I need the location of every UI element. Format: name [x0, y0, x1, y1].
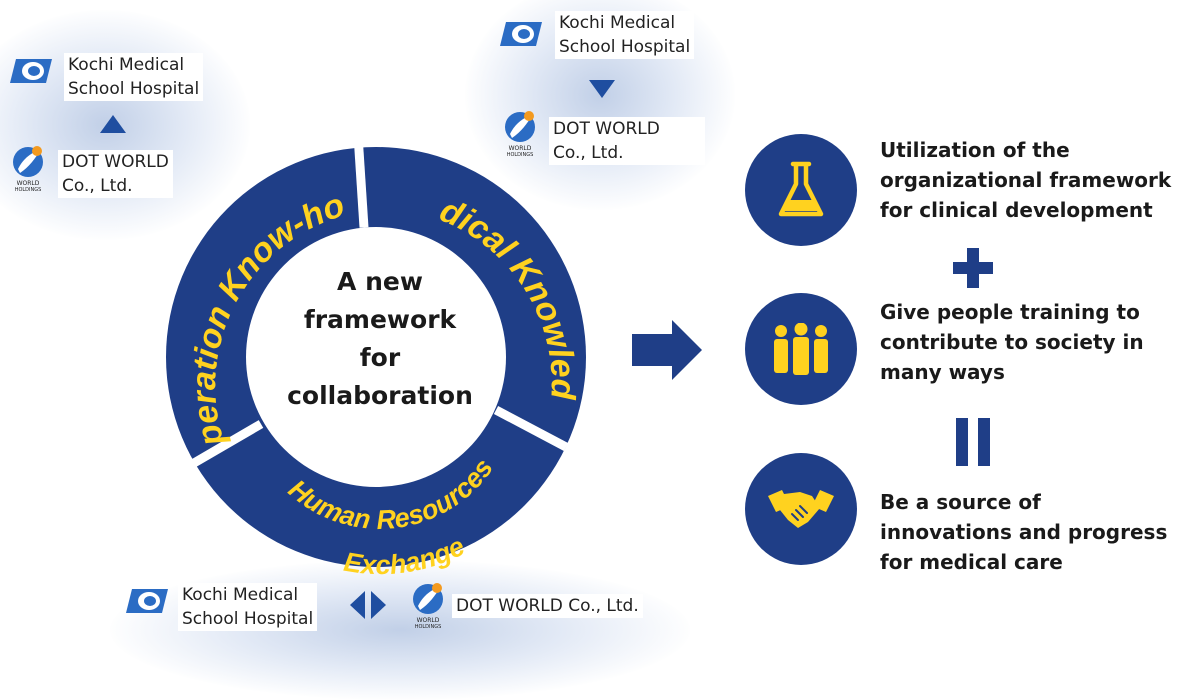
- bidirectional-arrow-icon: [350, 591, 386, 619]
- world-line-1: DOT WORLD Co., Ltd.: [456, 596, 639, 616]
- outcome-1-text: Utilization of the organizational framew…: [880, 135, 1171, 225]
- world-logo-subtext: HOLDINGS: [15, 187, 42, 193]
- kochi-line-1: Kochi Medical: [559, 13, 676, 33]
- outcome-3-text: Be a source of innovations and progress …: [880, 487, 1167, 577]
- center-line-4: collaboration: [287, 381, 473, 410]
- kochi-logo-icon: [126, 589, 168, 613]
- glow-top-left: [0, 10, 250, 240]
- outcome-3-line-2: innovations and progress: [880, 520, 1168, 544]
- group1-kochi-name: Kochi Medical School Hospital: [64, 53, 204, 101]
- world-holdings-logo-icon: WORLD HOLDINGS: [413, 583, 443, 630]
- outcome-3-line-3: for medical care: [880, 550, 1063, 574]
- kochi-logo-icon: [500, 22, 542, 46]
- outcome-3-circle: [745, 453, 857, 565]
- kochi-line-2: School Hospital: [68, 79, 200, 99]
- world-logo-subtext: HOLDINGS: [415, 624, 442, 630]
- world-logo-text: WORLD: [417, 617, 440, 624]
- group2-world-name: DOT WORLD Co., Ltd.: [549, 117, 705, 165]
- kochi-line-2: School Hospital: [182, 609, 314, 629]
- world-line-1: DOT WORLD: [62, 152, 169, 172]
- equals-icon: [956, 418, 990, 466]
- outcome-1-line-3: for clinical development: [880, 198, 1153, 222]
- outcome-2-line-1: Give people training to: [880, 300, 1140, 324]
- right-arrow-icon: [632, 320, 702, 380]
- outcome-3-line-1: Be a source of: [880, 490, 1041, 514]
- people-icon: [774, 323, 828, 375]
- world-line-2: Co., Ltd.: [553, 143, 624, 163]
- outcome-2-text: Give people training to contribute to so…: [880, 297, 1144, 387]
- center-title: A new framework for collaboration: [262, 263, 498, 415]
- kochi-line-1: Kochi Medical: [68, 55, 185, 75]
- world-holdings-logo-icon: WORLD HOLDINGS: [13, 146, 43, 193]
- center-line-2: framework: [303, 305, 457, 334]
- world-logo-text: WORLD: [17, 180, 40, 187]
- world-holdings-logo-icon: WORLD HOLDINGS: [505, 111, 535, 158]
- outcome-1-line-2: organizational framework: [880, 168, 1172, 192]
- group1-world-name: DOT WORLD Co., Ltd.: [58, 150, 173, 198]
- down-arrow-icon: [589, 80, 615, 98]
- world-logo-subtext: HOLDINGS: [507, 152, 534, 158]
- outcome-1-circle: [745, 134, 857, 246]
- group3-world-name: DOT WORLD Co., Ltd.: [452, 594, 643, 618]
- handshake-icon: [768, 490, 834, 528]
- center-line-1: A new: [337, 267, 423, 296]
- ring-inner: [246, 227, 506, 487]
- world-line-2: Co., Ltd.: [62, 176, 133, 196]
- group3-kochi-name: Kochi Medical School Hospital: [178, 583, 318, 631]
- world-line-1: DOT WORLD: [553, 119, 660, 139]
- up-arrow-icon: [100, 115, 126, 133]
- kochi-logo-icon: [10, 59, 52, 83]
- outcome-2-line-3: many ways: [880, 360, 1005, 384]
- outcome-2-line-2: contribute to society in: [880, 330, 1144, 354]
- center-line-3: for: [359, 343, 401, 372]
- plus-icon: [953, 248, 993, 288]
- ring-dividers: [179, 134, 569, 474]
- outcome-1-line-1: Utilization of the: [880, 138, 1070, 162]
- flask-icon: [778, 161, 824, 217]
- outcome-2-circle: [745, 293, 857, 405]
- kochi-line-2: School Hospital: [559, 37, 691, 57]
- kochi-line-1: Kochi Medical: [182, 585, 299, 605]
- world-logo-text: WORLD: [509, 145, 532, 152]
- group2-kochi-name: Kochi Medical School Hospital: [555, 11, 695, 59]
